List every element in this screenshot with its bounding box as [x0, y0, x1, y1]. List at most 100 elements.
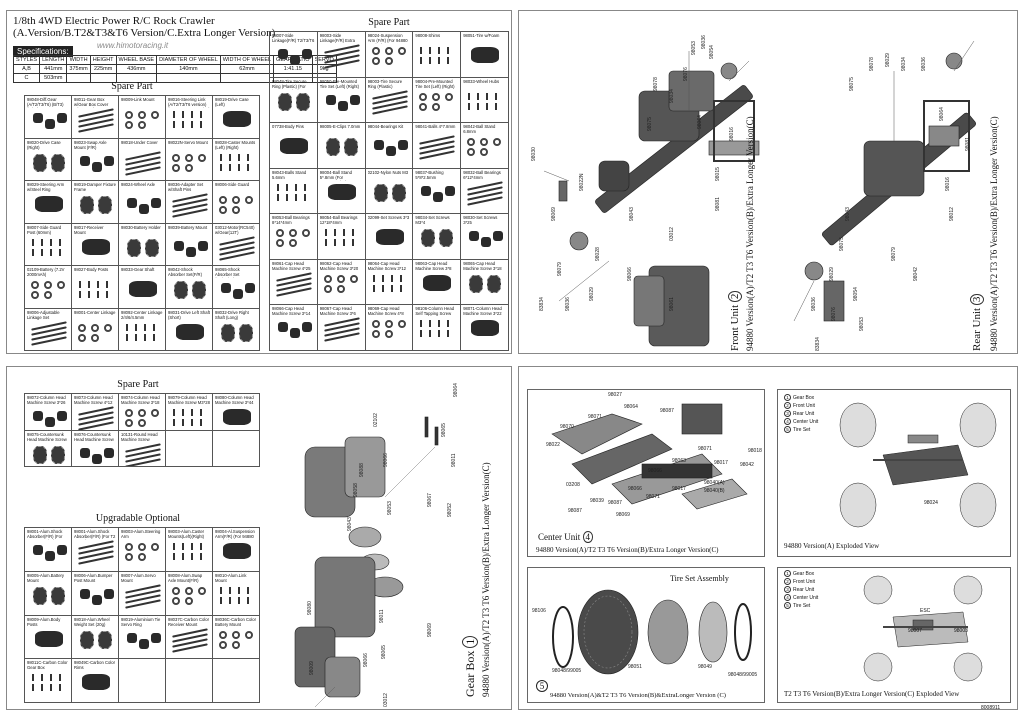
part-number-callout: 98069 [551, 207, 557, 221]
part-screw [200, 419, 202, 426]
gearbox-title: Gear Box 1 [462, 635, 478, 697]
part-ring [289, 239, 297, 248]
part-image [370, 318, 409, 347]
part-number-callout: 98043 [347, 517, 353, 531]
part-label: 98067-Cap Head Machine Screw 3*6 [319, 306, 356, 317]
legend-label: Rear Unit [793, 587, 815, 593]
part-number-callout: 98075 [849, 77, 855, 91]
part-number-callout: 98088 [359, 463, 365, 477]
legend-number: 1 [784, 394, 791, 401]
part-label: 98016-Steering Link (A/T2/T3/T6 version)… [168, 97, 210, 108]
part-image [76, 672, 114, 699]
spec-cell: 62mm [219, 64, 275, 74]
part-image [217, 279, 255, 305]
part-ring [138, 543, 146, 551]
part-screw [247, 596, 249, 604]
tire-set-num: 5 [536, 680, 548, 692]
part-label: 98092-Center Linkage 2/4/6/4.5mm [121, 309, 163, 320]
legend-label: Tire Set [793, 603, 811, 609]
part-screw [182, 553, 184, 560]
center-unit-title: Center Unit 4 [538, 531, 593, 543]
part-ring [323, 284, 332, 293]
part-cell: 98034-Set Screws M3*4 [413, 214, 462, 260]
part-label: 98009-Link Mount [121, 97, 155, 102]
part-screw [79, 291, 81, 298]
part-screw [97, 291, 99, 298]
part-image [123, 194, 161, 220]
part-label: 98004-Al.Suspension Arm(F/R) (For 94880 … [215, 529, 255, 540]
part-cell: 98066-Cap Head Machine Screw 3*14 [270, 305, 318, 351]
part-screw [200, 111, 202, 118]
part-screw [191, 543, 193, 550]
part-cell: 98106-Column Head Self Tapping Screw 3*8 [413, 305, 462, 351]
part-ring [371, 320, 380, 329]
part-number-callout: 98076 [831, 307, 837, 321]
part-cell: 98037C-Carbon Color Receiver Mount [166, 615, 213, 660]
part-cell: 98001-Center Linkage [72, 308, 119, 351]
part-number-callout: 98076 [683, 67, 689, 81]
legend-number: 3 [784, 586, 791, 593]
part-label: 10131-Round Head Machine Screw 3*6mm [121, 431, 158, 443]
part-image [322, 136, 361, 165]
part-ring [44, 291, 52, 299]
part-number-callout: 98029 [885, 53, 891, 67]
part-cell: 98023-Swap Axle Mount (F/R) [72, 138, 119, 181]
legend-label: Tire Set [793, 427, 811, 433]
part-ring [185, 163, 193, 172]
part-screw [41, 684, 43, 692]
part-cell: 98067-Cap Head Machine Screw 3*6 [317, 305, 366, 351]
part-number-callout: 98053 [387, 501, 393, 515]
part-number-callout: 98064 [453, 383, 459, 397]
part-ring [397, 47, 406, 55]
part-screw [173, 111, 175, 118]
part-number-callout: 98061 [669, 297, 675, 311]
part-cell: 98008-Shims [413, 32, 462, 78]
part-number-callout: 98017 [672, 486, 686, 492]
part-number-callout: 98012 [949, 207, 955, 221]
part-screw [229, 596, 231, 604]
part-cell: 98003-Tire Secure Ring (Plastic) T2/T3/T… [365, 77, 414, 124]
part-image [274, 182, 313, 211]
part-number-callout: 98015 [715, 167, 721, 181]
legend-number: 1 [784, 570, 791, 577]
part-image [29, 585, 67, 612]
part-ring [138, 121, 146, 129]
part-cell: 98024-Suspension Arm (F/R) (For 94880 ve… [365, 32, 414, 78]
part-label: 98030-Set Screws 3*25 [463, 215, 498, 226]
part-ring [467, 148, 476, 157]
tire-set-title: Tire Set Assembly [670, 574, 729, 583]
part-ring [323, 274, 332, 283]
part-image [217, 322, 255, 348]
part-ring [445, 92, 454, 101]
tire-set-caption: 94880 Version(A)&T2 T3 T6 Version(B)&Ext… [550, 692, 726, 699]
part-number-callout: 98075 [647, 117, 653, 131]
part-image [465, 45, 504, 74]
part-cell: 98007-Alum.Servo Mount [119, 571, 166, 616]
part-number-callout: 98036 [921, 57, 927, 71]
part-image [417, 45, 456, 74]
part-screw [191, 111, 193, 118]
part-screw [88, 281, 90, 288]
spec-cell: 375mm [66, 64, 91, 74]
part-image [322, 44, 361, 74]
part-shape [433, 191, 444, 202]
part-ring [91, 333, 99, 342]
exploded-a-part: 98024 [924, 500, 938, 506]
part-screw [200, 121, 202, 128]
rear-unit-title: Rear Unit 3 [970, 293, 984, 351]
part-cell: 98009-Alum.Body Posts [25, 615, 72, 660]
part-number-callout: 98071 [698, 446, 712, 452]
part-cell: 98024-Wheel Axle [119, 181, 166, 224]
part-image [123, 237, 161, 263]
part-ring [44, 281, 52, 289]
part-number-callout: 98106 [532, 608, 546, 614]
part-ring [138, 419, 146, 427]
part-cell: 98004-Al.Suspension Arm(F/R) (For 94880 … [213, 528, 260, 572]
legend-label: Front Unit [793, 579, 815, 585]
part-cell: 98042-Shock Absorber Set(F/R) [166, 266, 213, 309]
